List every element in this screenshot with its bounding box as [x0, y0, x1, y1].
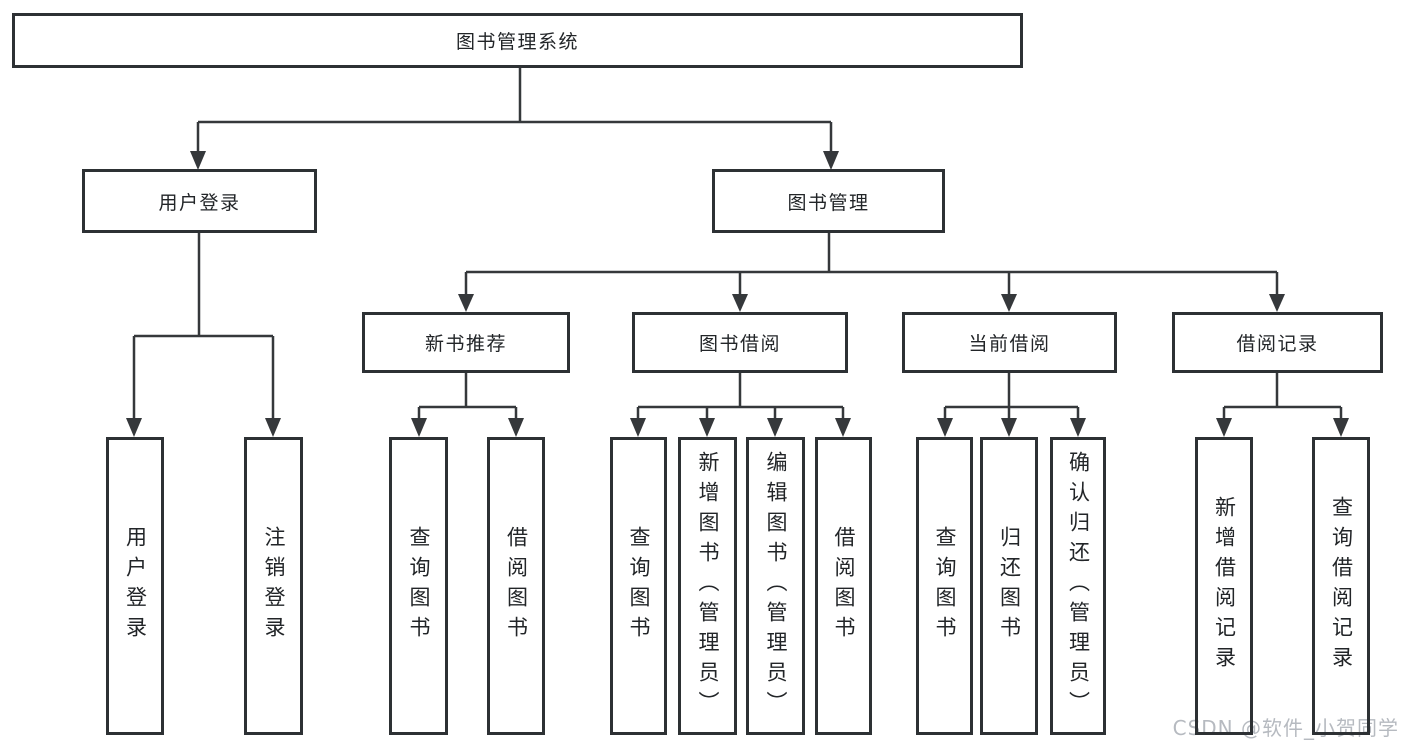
- leaf-add-book-admin-label: 新增图书（管理员）: [696, 451, 720, 721]
- leaf-query-borrow-record-label: 查询借阅记录: [1329, 496, 1354, 676]
- leaf-user-login-label: 用户登录: [123, 526, 148, 646]
- leaf-confirm-return-admin: 确认归还（管理员）: [1050, 437, 1106, 735]
- leaf-add-borrow-record: 新增借阅记录: [1195, 437, 1253, 735]
- leaf-borrow-book-recommend-label: 借阅图书: [504, 526, 529, 646]
- leaf-query-book-recommend-label: 查询图书: [407, 526, 431, 646]
- node-new-book-recommend-label: 新书推荐: [424, 333, 507, 355]
- leaf-return-book: 归还图书: [980, 437, 1038, 735]
- leaf-borrow-book: 借阅图书: [815, 437, 872, 735]
- leaf-add-book-admin: 新增图书（管理员）: [678, 437, 737, 735]
- node-book-management-label: 图书管理: [787, 191, 870, 214]
- leaf-user-login: 用户登录: [106, 437, 164, 735]
- leaf-edit-book-admin-label: 编辑图书（管理员）: [764, 451, 788, 721]
- node-new-book-recommend: 新书推荐: [362, 312, 570, 373]
- node-root-system: 图书管理系统: [12, 13, 1023, 68]
- leaf-logout: 注销登录: [244, 437, 303, 735]
- node-user-login: 用户登录: [82, 169, 317, 233]
- leaf-edit-book-admin: 编辑图书（管理员）: [746, 437, 805, 735]
- csdn-watermark: CSDN @软件_小贺同学: [1172, 716, 1399, 740]
- arrowhead-icons: [126, 151, 1349, 437]
- leaf-query-book-recommend: 查询图书: [389, 437, 448, 735]
- leaf-add-borrow-record-label: 新增借阅记录: [1212, 496, 1237, 676]
- node-current-borrow: 当前借阅: [902, 312, 1117, 373]
- leaf-query-book-current-label: 查询图书: [933, 526, 957, 646]
- leaf-query-book-current: 查询图书: [916, 437, 973, 735]
- node-root-system-label: 图书管理系统: [455, 31, 579, 53]
- leaf-query-book-borrow-label: 查询图书: [627, 526, 651, 646]
- leaf-borrow-book-recommend: 借阅图书: [487, 437, 545, 735]
- leaf-query-book-borrow: 查询图书: [610, 437, 667, 735]
- leaf-return-book-label: 归还图书: [997, 526, 1022, 646]
- node-book-borrow: 图书借阅: [632, 312, 848, 373]
- leaf-borrow-book-label: 借阅图书: [832, 526, 856, 646]
- leaf-logout-label: 注销登录: [262, 526, 286, 646]
- node-book-management: 图书管理: [712, 169, 945, 233]
- node-book-borrow-label: 图书借阅: [698, 333, 781, 355]
- node-current-borrow-label: 当前借阅: [968, 333, 1051, 355]
- node-borrow-records: 借阅记录: [1172, 312, 1383, 373]
- node-borrow-records-label: 借阅记录: [1236, 333, 1319, 355]
- leaf-query-borrow-record: 查询借阅记录: [1312, 437, 1370, 735]
- leaf-confirm-return-admin-label: 确认归还（管理员）: [1066, 451, 1091, 721]
- node-user-login-label: 用户登录: [158, 191, 241, 214]
